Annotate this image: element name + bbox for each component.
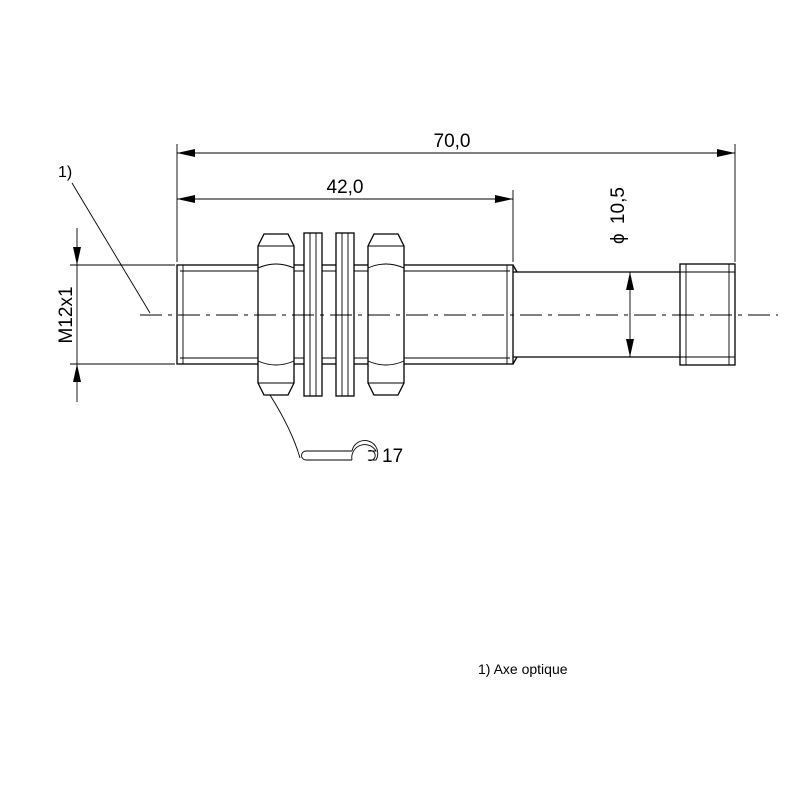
svg-text:ϕ 10,5: ϕ 10,5 [608,187,629,244]
diameter-symbol: ϕ [608,233,629,244]
dimension-thread-length [177,190,514,262]
callout-marker: 1) [58,164,72,181]
dimension-diameter [626,272,634,357]
wrench-size-label: 17 [382,446,403,467]
optical-axis-note: 1) Axe optique [478,661,568,677]
thread-length-label: 42,0 [327,177,364,198]
callout-leader [71,182,151,314]
rear-housing [512,264,680,365]
overall-length-label: 70,0 [434,131,471,152]
thread-size-label: M12x1 [56,286,77,343]
wrench-leader [269,394,301,459]
diameter-label: 10,5 [608,187,629,224]
wrench-icon [301,440,379,461]
dimension-thread [70,228,175,402]
dimension-overall-length [176,144,736,262]
